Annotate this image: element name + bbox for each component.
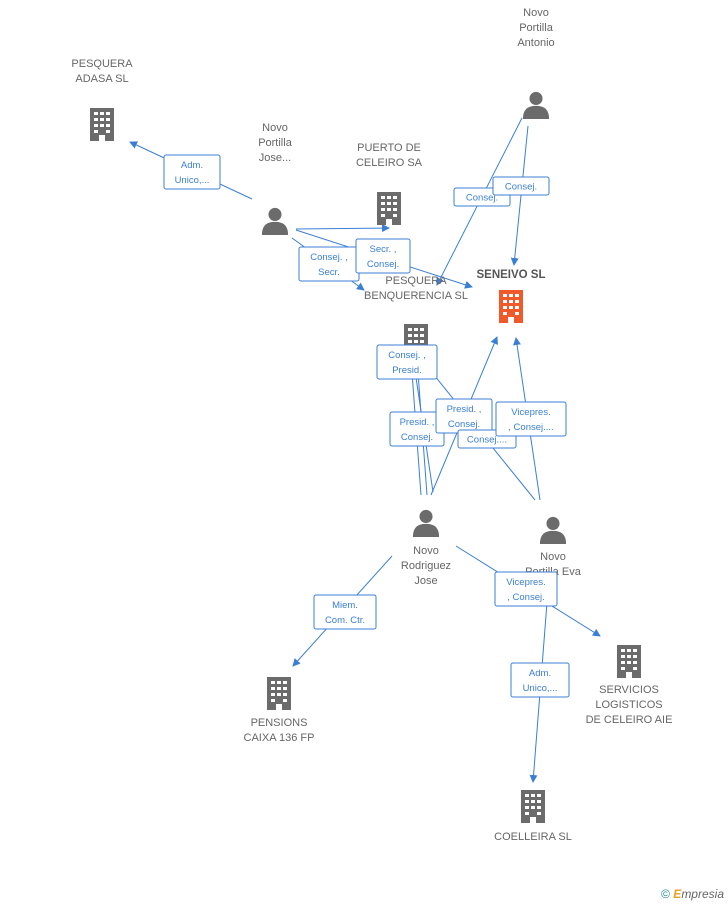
relation-box[interactable] — [492, 176, 550, 196]
node-jose_p[interactable]: NovoPortillaJose... — [258, 122, 293, 235]
relation-label: Presid. — [392, 365, 422, 376]
nodes-layer: SENEIVO SL PESQUERA ADASA SL PUERTO DE CELEI… — [71, 7, 672, 843]
node-label-celeiro: CELEIRO SA — [356, 157, 423, 169]
copyright-footer: © Empresia — [661, 887, 724, 901]
node-label-antonio: Novo — [523, 7, 549, 19]
relations-layer: Adm. Unico,... Consej. , Secr. Secr. , Consej… — [163, 154, 570, 698]
company-icon[interactable] — [617, 645, 641, 678]
relation-label: Adm. — [181, 160, 203, 171]
copyright-icon: © — [661, 887, 670, 901]
relation-label: Consej. — [367, 259, 399, 270]
relation-label: Presid. , — [400, 417, 435, 428]
node-label-rodriguez: Novo — [413, 545, 439, 557]
main-company-icon[interactable] — [499, 290, 523, 323]
relation-label: Vicepres. — [506, 577, 545, 588]
node-label-jose_p: Novo — [262, 122, 288, 134]
relation-r_presid_consej_b[interactable]: Presid. , Consej. — [435, 398, 493, 434]
node-label-servicios: SERVICIOS — [599, 684, 659, 696]
node-label-rodriguez: Jose — [414, 575, 437, 587]
relation-r_secr_consej[interactable]: Secr. , Consej. — [355, 238, 411, 274]
relation-r_miem[interactable]: Miem. Com. Ctr. — [313, 594, 377, 630]
relation-label: Unico,... — [523, 683, 558, 694]
company-icon[interactable] — [267, 677, 291, 710]
node-label-benquerencia: PESQUERA — [385, 275, 447, 287]
node-label-adasa: PESQUERA — [71, 58, 133, 70]
node-celeiro[interactable]: PUERTO DE CELEIRO SA — [356, 142, 423, 225]
relation-label: Consej. , — [388, 350, 426, 361]
node-label-pensions: PENSIONS — [251, 717, 308, 729]
node-label-pensions: CAIXA 136 FP — [244, 732, 315, 744]
relation-box[interactable] — [313, 594, 377, 630]
relation-label: Vicepres. — [511, 407, 550, 418]
node-adasa[interactable]: PESQUERA ADASA SL — [71, 58, 133, 141]
person-icon[interactable] — [522, 91, 550, 119]
relation-r_consej_a2[interactable]: Consej. — [492, 176, 550, 196]
relation-label: Com. Ctr. — [325, 615, 365, 626]
relation-label: Consej.... — [467, 435, 507, 446]
relation-label: Consej. , — [310, 252, 348, 263]
node-seneivo[interactable]: SENEIVO SL — [476, 269, 546, 323]
relation-label: , Consej.... — [508, 422, 553, 433]
node-label-benquerencia: BENQUERENCIA SL — [364, 290, 468, 302]
relation-label: Unico,... — [175, 175, 210, 186]
brand-name: mpresia — [681, 887, 724, 901]
node-label-jose_p: Jose... — [259, 152, 291, 164]
node-label-adasa: ADASA SL — [75, 73, 128, 85]
relation-box[interactable] — [494, 571, 558, 607]
relation-box[interactable] — [355, 238, 411, 274]
relation-box[interactable] — [376, 344, 438, 380]
relation-r_vicepres_a[interactable]: Vicepres. , Consej.... — [495, 401, 567, 437]
relation-box[interactable] — [495, 401, 567, 437]
company-icon[interactable] — [521, 790, 545, 823]
relation-r_vicepres_b[interactable]: Vicepres. , Consej. — [494, 571, 558, 607]
node-label-eva: Novo — [540, 551, 566, 563]
node-label-coelleira: COELLEIRA SL — [494, 831, 572, 843]
company-icon[interactable] — [90, 108, 114, 141]
company-icon[interactable] — [377, 192, 401, 225]
node-label-jose_p: Portilla — [258, 137, 293, 149]
relation-r_presid_consej_a[interactable]: Presid. , Consej. — [389, 411, 445, 447]
node-servicios[interactable]: SERVICIOS LOGISTICOS DE CELEIRO AIE — [586, 645, 673, 726]
relation-r_consej_presid[interactable]: Consej. , Presid. — [376, 344, 438, 380]
relation-label: Consej. — [448, 419, 480, 430]
relation-label: Presid. , — [447, 404, 482, 415]
relation-r_consej_secr[interactable]: Consej. , Secr. — [298, 246, 360, 282]
node-label-antonio: Antonio — [517, 37, 554, 49]
relation-label: Consej. — [505, 182, 537, 193]
person-icon[interactable] — [261, 207, 289, 235]
relation-r_adm_coelleira[interactable]: Adm. Unico,... — [510, 662, 570, 698]
relation-label: Secr. , — [370, 244, 397, 255]
relation-label: , Consej. — [507, 592, 545, 603]
relation-label: Consej. — [401, 432, 433, 443]
edge-3 — [295, 224, 390, 233]
brand-initial: E — [673, 887, 682, 901]
node-benquerencia[interactable]: PESQUERA BENQUERENCIA SL — [364, 275, 468, 357]
node-label-servicios: DE CELEIRO AIE — [586, 714, 673, 726]
relation-label: Secr. — [318, 267, 340, 278]
person-icon[interactable] — [412, 509, 440, 537]
relation-label: Consej. — [466, 193, 498, 204]
relation-box[interactable] — [510, 662, 570, 698]
person-icon[interactable] — [539, 516, 567, 544]
node-label-rodriguez: Rodriguez — [401, 560, 451, 572]
node-label-seneivo: SENEIVO SL — [476, 269, 545, 281]
relation-label: Adm. — [529, 668, 551, 679]
node-label-servicios: LOGISTICOS — [595, 699, 662, 711]
node-pensions[interactable]: PENSIONS CAIXA 136 FP — [244, 677, 315, 744]
relation-label: Miem. — [332, 600, 358, 611]
node-coelleira[interactable]: COELLEIRA SL — [494, 790, 572, 843]
node-label-antonio: Portilla — [519, 22, 554, 34]
relation-box[interactable] — [163, 154, 221, 190]
relation-r_adm_adasa[interactable]: Adm. Unico,... — [163, 154, 221, 190]
node-label-celeiro: PUERTO DE — [357, 142, 421, 154]
